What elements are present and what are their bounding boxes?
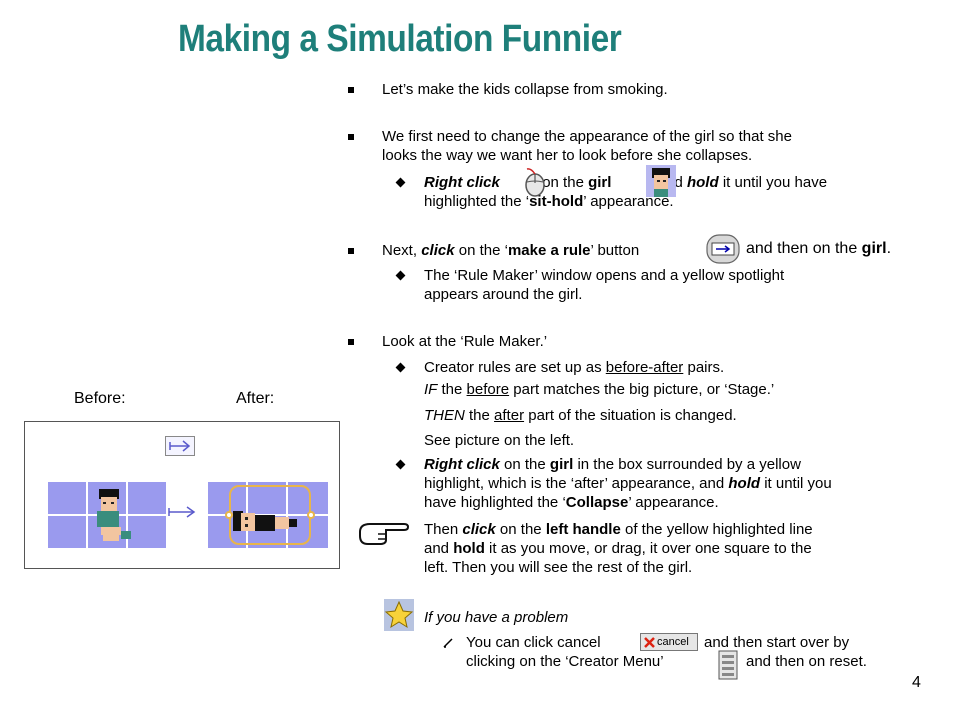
rule-arrow-box [165,436,195,456]
sub-bullet-text: IF the before part matches the big pictu… [424,381,775,398]
problem-text: and then on reset. [746,653,867,670]
left-handle [225,511,233,519]
bullet-marker [348,87,354,93]
sub-bullet-text: Right click on the girl and hold it unti… [424,174,828,191]
problem-text: You can click cancel [466,634,601,651]
sub-bullet-text: have highlighted the ‘Collapse’ appearan… [424,494,719,511]
creator-menu-icon [718,650,738,680]
problem-text: clicking on the ‘Creator Menu’ [466,653,664,670]
hint-text: Then click on the left handle of the yel… [424,521,813,538]
bullet-text: Look at the ‘Rule Maker.’ [382,333,548,350]
sub-bullet-marker [395,362,406,373]
bullet-text: Next, click on the ‘make a rule’ button [382,242,640,259]
page-number: 4 [912,674,921,691]
before-grid [47,481,167,549]
bullet-marker [348,248,354,254]
sub-bullet-marker [395,459,406,470]
bullet-text: Let’s make the kids collapse from smokin… [382,81,668,98]
sub-bullet-text: THEN the after part of the situation is … [424,407,737,424]
sub-bullet-marker [395,177,406,188]
bullet-marker [348,339,354,345]
sub-bullet-text: appears around the girl. [424,286,583,303]
problem-heading: If you have a problem [424,609,569,626]
sub-bullet-text: highlighted the ‘sit-hold’ appearance. [424,193,674,210]
sub-bullet-text: Right click on the girl in the box surro… [424,456,801,473]
after-grid [207,481,329,549]
after-label: After: [236,390,275,407]
cancel-button-image: cancel [640,633,698,651]
sub-bullet-marker [395,270,406,281]
make-a-rule-button-icon [706,234,740,264]
pointing-hand-icon [359,523,410,545]
bullet-text: and then on the girl. [746,240,892,257]
collapsed-girl-icon [233,511,297,531]
star-icon [384,599,414,631]
bullet-text: We first need to change the appearance o… [382,128,792,145]
before-label: Before: [74,390,126,407]
mouse-icon [525,168,545,197]
right-arrow-icon [168,506,196,518]
right-arrow-icon [169,440,191,452]
sitting-girl-icon [97,489,131,541]
red-x-icon [644,637,655,648]
sub-bullet-text: highlight, which is the ‘after’ appearan… [424,475,832,492]
bullet-marker [348,134,354,140]
page-title: Making a Simulation Funnier [178,18,622,60]
pen-bullet-icon [443,638,453,648]
right-handle [307,511,315,519]
hint-text: left. Then you will see the rest of the … [424,559,693,576]
bullet-text: looks the way we want her to look before… [382,147,753,164]
sub-bullet-text: The ‘Rule Maker’ window opens and a yell… [424,267,785,284]
sub-bullet-text: Creator rules are set up as before-after… [424,359,725,376]
hint-text: and hold it as you move, or drag, it ove… [424,540,812,557]
problem-text: and then start over by [704,634,850,651]
sub-bullet-text: See picture on the left. [424,432,575,449]
rule-example-panel [24,421,340,569]
girl-icon [646,165,676,197]
